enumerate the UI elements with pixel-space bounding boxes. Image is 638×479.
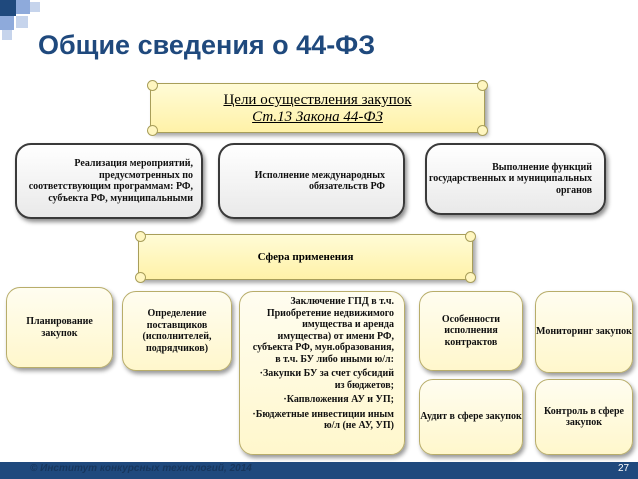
goal-text: Выполнение функций государственных и мун… bbox=[428, 161, 592, 196]
goal-text: Исполнение международных обязательств РФ bbox=[254, 169, 385, 193]
central-bullet: ·Капвложения АУ и УП; bbox=[283, 394, 394, 405]
footer-copyright: © Институт конкурсных технологий, 2014 bbox=[30, 463, 252, 474]
sphere-text: Определение поставщиков (исполнителей, п… bbox=[142, 308, 212, 354]
goals-law-reference: Ст.13 Закона 44-ФЗ bbox=[252, 109, 383, 125]
sphere-box-suppliers: Определение поставщиков (исполнителей, п… bbox=[122, 291, 232, 371]
page-number: 27 bbox=[618, 463, 630, 474]
goals-heading: Цели осуществления закупок bbox=[223, 92, 412, 108]
central-main-text: Заключение ГПД в т.ч. Приобретение недви… bbox=[252, 296, 394, 365]
slide-title: Общие сведения о 44-ФЗ bbox=[38, 30, 376, 60]
sphere-box-contracts-conclusion: Заключение ГПД в т.ч. Приобретение недви… bbox=[239, 291, 405, 455]
sphere-box-control: Контроль в сфере закупок bbox=[535, 379, 633, 455]
goal-box-international: Исполнение международных обязательств РФ bbox=[218, 143, 405, 219]
goal-text: Реализация мероприятий, предусмотренных … bbox=[28, 158, 193, 204]
sphere-banner: Сфера применения bbox=[135, 231, 476, 283]
central-bullet: ·Закупки БУ за счет субсидий из бюджетов… bbox=[259, 368, 394, 391]
sphere-text: Планирование закупок bbox=[26, 316, 93, 339]
goal-box-programs: Реализация мероприятий, предусмотренных … bbox=[15, 143, 203, 219]
sphere-text: Контроль в сфере закупок bbox=[544, 405, 624, 429]
footer-bar bbox=[0, 462, 638, 479]
sphere-text: Аудит в сфере закупок bbox=[420, 411, 522, 423]
sphere-text: Мониторинг закупок bbox=[536, 326, 632, 338]
goal-box-functions: Выполнение функций государственных и мун… bbox=[425, 143, 606, 215]
sphere-box-audit: Аудит в сфере закупок bbox=[419, 379, 523, 455]
sphere-box-planning: Планирование закупок bbox=[6, 287, 113, 368]
central-bullet: ·Бюджетные инвестиции иным ю/л (не АУ, У… bbox=[252, 408, 394, 432]
goals-banner: Цели осуществления закупок Ст.13 Закона … bbox=[147, 80, 488, 136]
sphere-text: Особенности исполнения контрактов bbox=[441, 313, 501, 348]
sphere-heading: Сфера применения bbox=[257, 251, 354, 263]
sphere-box-execution: Особенности исполнения контрактов bbox=[419, 291, 523, 371]
sphere-box-monitoring: Мониторинг закупок bbox=[535, 291, 633, 373]
